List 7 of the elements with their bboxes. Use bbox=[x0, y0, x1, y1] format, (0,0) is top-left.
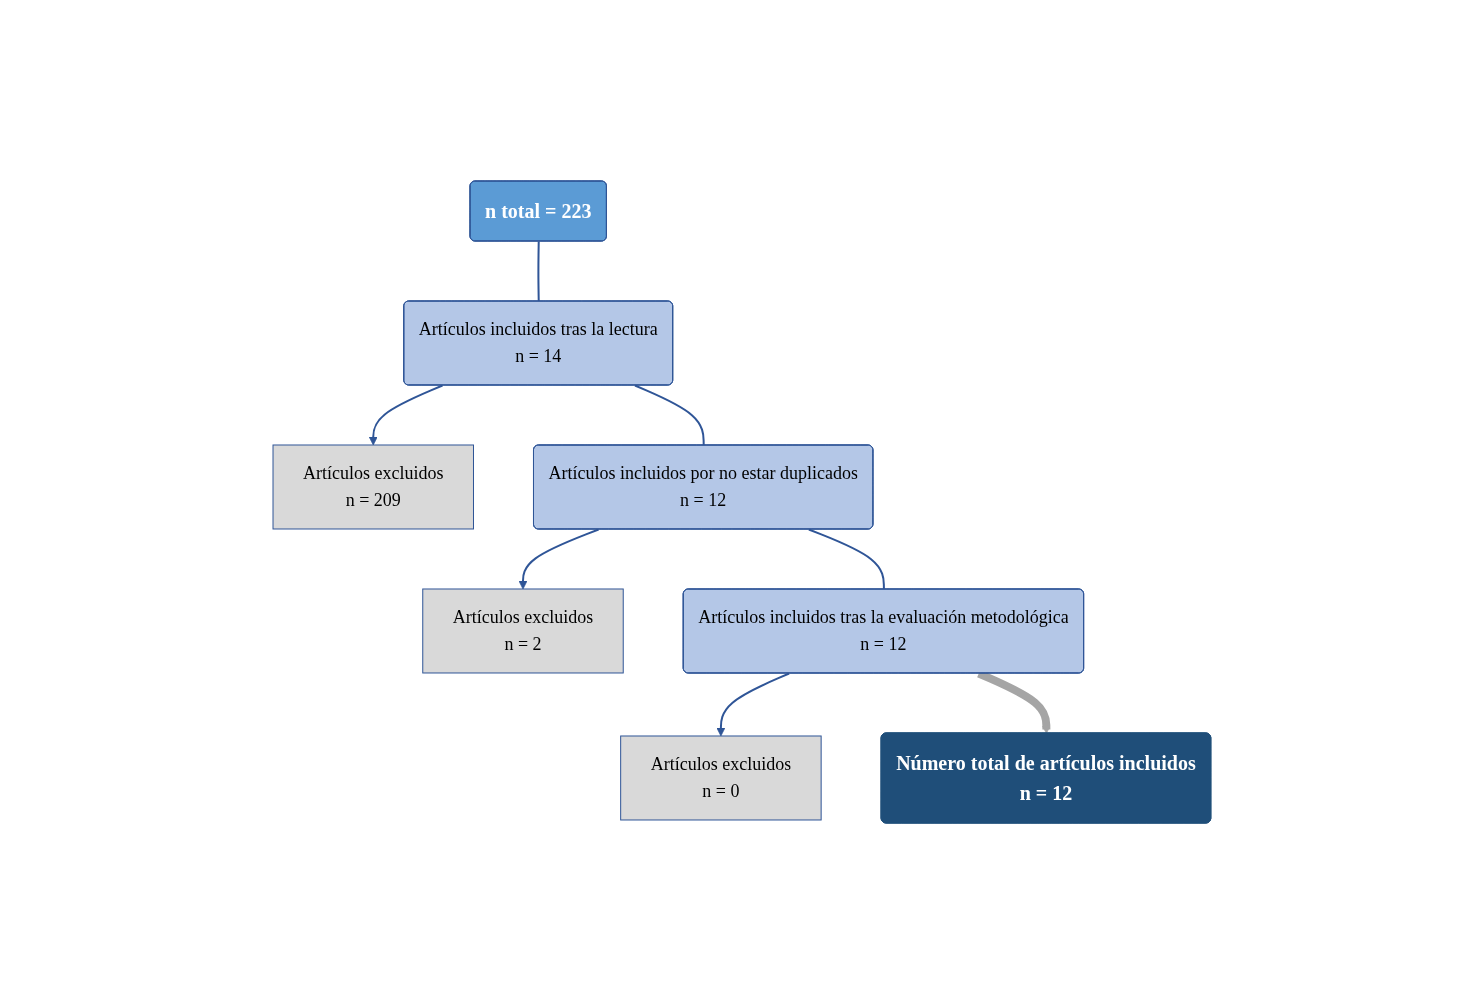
arrow bbox=[368, 384, 444, 446]
arrow bbox=[716, 672, 790, 737]
node-box: Artículos excluidos n = 209 bbox=[272, 444, 474, 530]
node-box: Artículos excluidos n = 0 bbox=[619, 735, 822, 821]
arrow bbox=[518, 528, 600, 590]
connector bbox=[537, 240, 540, 303]
node-box: Artículos excluidos n = 2 bbox=[421, 588, 624, 674]
